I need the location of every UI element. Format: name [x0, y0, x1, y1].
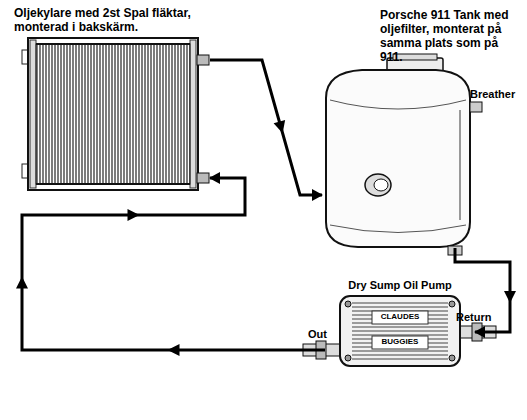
oil-pump-box: Dry Sump Oil Pump	[325, 276, 475, 368]
node-heading: Dry Sump Oil Pump	[325, 278, 475, 292]
flow-arrow	[168, 344, 180, 356]
oil-cooler-box: Oljekylare med 2st Spal fläktar, montera…	[10, 4, 210, 194]
port-label: Return	[456, 311, 491, 323]
flow-arrow	[16, 277, 28, 289]
oil-line	[22, 178, 325, 350]
oil-line	[455, 248, 510, 332]
node-heading: Oljekylare med 2st Spal fläktar, montera…	[14, 6, 208, 34]
oil-pump	[303, 296, 496, 366]
oil-tank-box: Porsche 911 Tank med oljefilter, montera…	[322, 8, 520, 248]
port-label: Breather	[470, 88, 515, 100]
brand-plate-text: CLAUDES	[381, 313, 420, 322]
flow-arrow	[274, 120, 289, 135]
flow-arrow	[504, 291, 516, 303]
oil-tank	[326, 54, 482, 255]
oil-cooler	[22, 38, 209, 190]
port-label: Out	[308, 328, 327, 340]
node-heading: Porsche 911 Tank med oljefilter, montera…	[380, 8, 520, 64]
oil-line	[210, 60, 322, 195]
flow-arrow	[128, 209, 140, 221]
brand-plate-text: BUGGIES	[382, 338, 419, 347]
